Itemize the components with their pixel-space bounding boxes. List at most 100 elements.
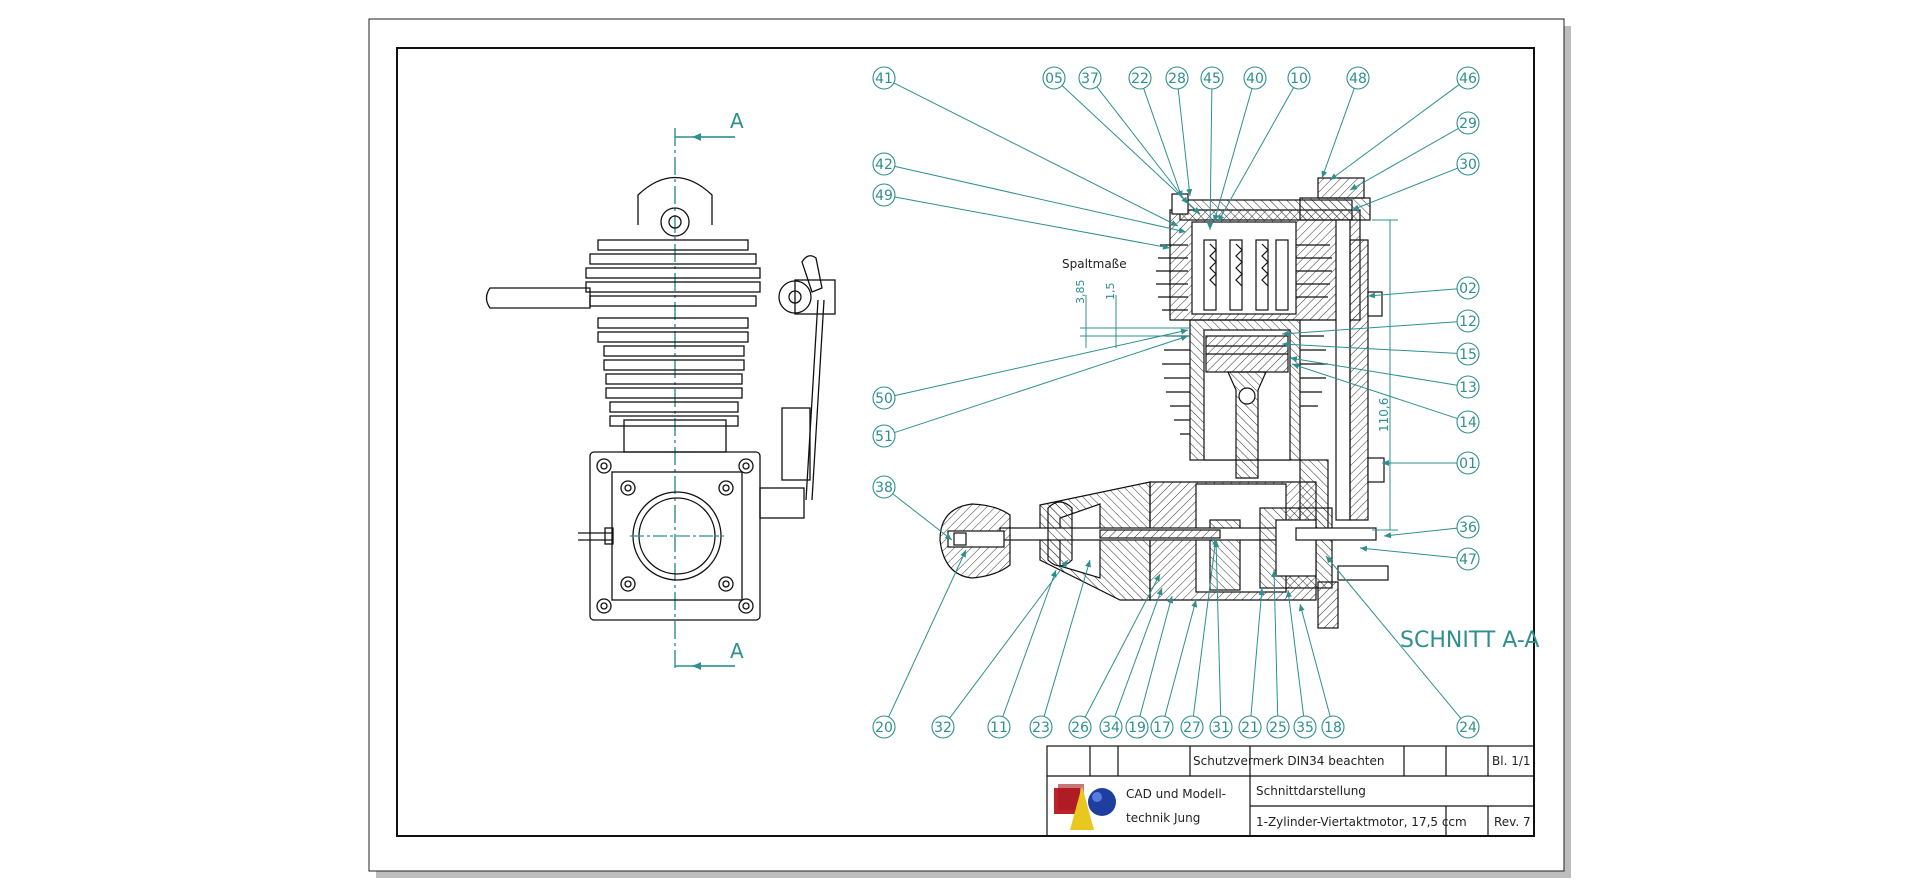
leader-line bbox=[1351, 167, 1458, 211]
part-balloon: 50 bbox=[872, 386, 896, 410]
leader-line bbox=[1329, 84, 1460, 181]
drawing-description: 1-Zylinder-Viertaktmotor, 17,5 ccm bbox=[1256, 815, 1467, 829]
balloon-number: 10 bbox=[1290, 71, 1308, 87]
leader-lines bbox=[888, 82, 1462, 719]
drawing-frame bbox=[396, 47, 1535, 837]
balloon-number: 15 bbox=[1459, 347, 1477, 363]
part-balloon: 51 bbox=[872, 424, 896, 448]
dimensions bbox=[1080, 219, 1398, 531]
part-balloon: 05 bbox=[1042, 66, 1066, 90]
balloon-number: 27 bbox=[1183, 720, 1201, 736]
leader-line bbox=[1192, 537, 1219, 717]
balloon-number: 02 bbox=[1459, 281, 1477, 297]
part-balloon: 11 bbox=[987, 715, 1011, 739]
section-mark-top: A bbox=[730, 109, 744, 133]
part-balloon: 48 bbox=[1346, 66, 1370, 90]
paper bbox=[368, 18, 1565, 872]
leader-line bbox=[1325, 555, 1462, 719]
balloon-number: 48 bbox=[1349, 71, 1367, 87]
balloon-number: 23 bbox=[1032, 720, 1050, 736]
part-balloon: 37 bbox=[1078, 66, 1102, 90]
protection-note: Schutzvermerk DIN34 beachten bbox=[1193, 754, 1385, 768]
balloon-number: 34 bbox=[1102, 720, 1120, 736]
dim-385: 3,85 bbox=[1074, 280, 1087, 305]
leader-line bbox=[1084, 573, 1161, 718]
part-balloon: 49 bbox=[872, 183, 896, 207]
leader-line bbox=[1213, 539, 1222, 717]
leader-line bbox=[1043, 559, 1091, 717]
balloon-number: 31 bbox=[1212, 720, 1230, 736]
leader-line bbox=[1271, 569, 1279, 717]
company-name-line2: technik Jung bbox=[1126, 811, 1200, 825]
balloon-number: 05 bbox=[1045, 71, 1063, 87]
section-title: SCHNITT A-A bbox=[1400, 628, 1539, 653]
leader-line bbox=[894, 328, 1189, 397]
part-balloon: 47 bbox=[1456, 547, 1480, 571]
leader-line bbox=[1298, 603, 1331, 717]
leader-line bbox=[893, 82, 1179, 227]
balloon-number: 47 bbox=[1459, 552, 1477, 568]
leader-line bbox=[894, 335, 1189, 434]
part-balloon: 45 bbox=[1200, 66, 1224, 90]
part-balloon: 40 bbox=[1243, 66, 1267, 90]
balloon-number: 37 bbox=[1081, 71, 1099, 87]
balloon-number: 25 bbox=[1269, 720, 1287, 736]
balloon-number: 24 bbox=[1459, 720, 1477, 736]
part-balloon: 41 bbox=[872, 66, 896, 90]
drawing-type: Schnittdarstellung bbox=[1256, 784, 1366, 798]
dim-1106: 110,6 bbox=[1377, 398, 1391, 432]
part-balloon: 31 bbox=[1209, 715, 1233, 739]
part-balloon: 13 bbox=[1456, 375, 1480, 399]
balloon-number: 38 bbox=[875, 480, 893, 496]
balloon-number: 46 bbox=[1459, 71, 1477, 87]
front-view bbox=[485, 128, 836, 670]
part-balloon: 20 bbox=[872, 715, 896, 739]
part-balloon: 34 bbox=[1099, 715, 1123, 739]
section-view bbox=[939, 177, 1389, 629]
leader-line bbox=[1139, 595, 1174, 717]
part-balloon: 26 bbox=[1068, 715, 1092, 739]
part-balloon: 15 bbox=[1456, 342, 1480, 366]
balloon-number: 50 bbox=[875, 391, 893, 407]
leader-line bbox=[1164, 599, 1198, 717]
part-balloon: 32 bbox=[931, 715, 955, 739]
leader-line bbox=[1096, 86, 1189, 205]
part-balloon: 25 bbox=[1266, 715, 1290, 739]
leader-line bbox=[888, 549, 967, 718]
part-balloon: 36 bbox=[1456, 515, 1480, 539]
leader-line bbox=[894, 196, 1171, 250]
balloon-number: 35 bbox=[1296, 720, 1314, 736]
leader-line bbox=[949, 559, 1069, 719]
balloon-number: 17 bbox=[1153, 720, 1171, 736]
balloon-number: 41 bbox=[875, 71, 893, 87]
balloon-number: 13 bbox=[1459, 380, 1477, 396]
balloon-number: 22 bbox=[1131, 71, 1149, 87]
balloon-number: 40 bbox=[1246, 71, 1264, 87]
leader-line bbox=[1285, 589, 1305, 717]
part-balloon: 27 bbox=[1180, 715, 1204, 739]
gap-label: Spaltmaße bbox=[1062, 257, 1127, 271]
company-name-line1: CAD und Modell- bbox=[1126, 787, 1226, 801]
leader-line bbox=[1250, 587, 1265, 717]
part-balloon: 30 bbox=[1456, 152, 1480, 176]
balloon-number: 29 bbox=[1459, 116, 1477, 132]
part-balloon: 24 bbox=[1456, 715, 1480, 739]
leader-line bbox=[1359, 545, 1458, 559]
balloon-number: 36 bbox=[1459, 520, 1477, 536]
part-balloon: 23 bbox=[1029, 715, 1053, 739]
leader-line bbox=[1281, 321, 1458, 337]
leader-line bbox=[1002, 569, 1057, 717]
leader-line bbox=[892, 493, 953, 541]
balloon-number: 01 bbox=[1459, 456, 1477, 472]
part-balloon: 14 bbox=[1456, 410, 1480, 434]
balloon-number: 49 bbox=[875, 188, 893, 204]
leader-line bbox=[1217, 87, 1295, 223]
leader-line bbox=[1321, 88, 1355, 179]
balloon-number: 28 bbox=[1168, 71, 1186, 87]
balloon-number: 45 bbox=[1203, 71, 1221, 87]
balloon-number: 51 bbox=[875, 429, 893, 445]
leader-line bbox=[1291, 363, 1458, 420]
part-balloon: 18 bbox=[1321, 715, 1345, 739]
